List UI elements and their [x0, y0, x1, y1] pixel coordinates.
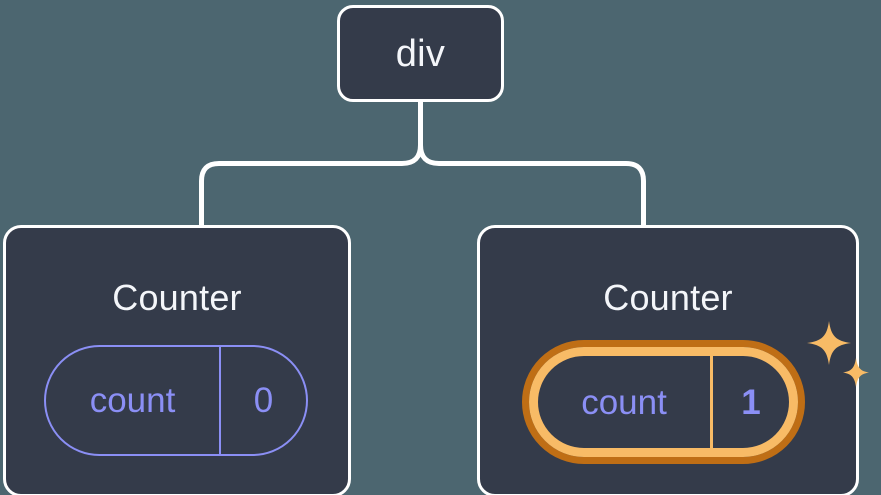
node-counter-left[interactable]: Counter count 0 [3, 225, 351, 495]
state-pill-key: count [538, 356, 713, 448]
highlight-ring [529, 347, 798, 457]
state-pill-count-right-highlighted[interactable]: count 1 [522, 340, 805, 464]
sparkle-large-icon [807, 321, 851, 365]
node-root-div[interactable]: div [337, 5, 504, 102]
node-root-label: div [395, 32, 446, 75]
connector-left-branch [199, 101, 423, 226]
sparkle-icons-group [807, 321, 869, 387]
node-counter-right-title: Counter [603, 277, 733, 318]
state-pill-key: count [46, 347, 221, 454]
node-counter-left-title: Counter [112, 277, 242, 318]
state-pill-value: 1 [741, 382, 761, 422]
state-pill-value: 0 [253, 381, 274, 420]
state-pill-count-left[interactable]: count 0 [44, 345, 308, 456]
sparkle-small-icon [843, 358, 869, 387]
state-pill-body: count 1 [538, 356, 789, 448]
node-counter-right[interactable]: Counter count 1 [477, 225, 869, 495]
connector-right-branch [418, 101, 646, 226]
